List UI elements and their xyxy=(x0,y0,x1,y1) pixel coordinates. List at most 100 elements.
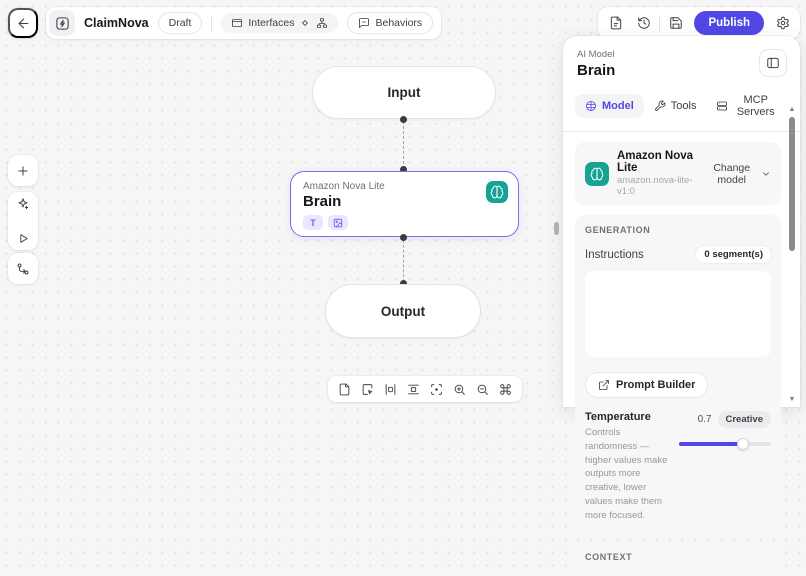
scroll-down-icon[interactable]: ▼ xyxy=(788,396,796,403)
brain-icon xyxy=(585,100,597,112)
save-icon xyxy=(669,16,683,30)
model-badge xyxy=(486,181,508,203)
output-node[interactable]: Output xyxy=(325,284,481,338)
behaviors-button[interactable]: Behaviors xyxy=(347,12,434,34)
port-input-bottom[interactable] xyxy=(400,116,407,123)
plus-icon xyxy=(16,164,30,178)
interfaces-label: Interfaces xyxy=(248,17,295,29)
document-button[interactable] xyxy=(603,11,628,36)
temperature-value: 0.7 xyxy=(697,414,712,425)
output-node-label: Output xyxy=(380,303,426,319)
tab-model-label: Model xyxy=(602,100,634,112)
command-icon xyxy=(499,383,512,396)
slider-fill xyxy=(679,442,744,446)
instructions-input[interactable] xyxy=(585,271,771,357)
brain-node-title: Brain xyxy=(303,193,342,210)
collapse-panel-button[interactable] xyxy=(759,49,787,77)
panel-title: Brain xyxy=(577,62,616,79)
inspector-panel: AI Model Brain Model Tools MCP Servers A… xyxy=(563,36,800,576)
brain-node[interactable]: Amazon Nova Lite Brain T xyxy=(290,171,519,237)
panel-header: AI Model Brain xyxy=(563,36,800,79)
slider-thumb[interactable] xyxy=(737,438,750,450)
behaviors-label: Behaviors xyxy=(375,17,423,29)
interfaces-button[interactable]: Interfaces xyxy=(221,13,339,33)
zoom-in-icon xyxy=(453,383,466,396)
shapes-icon[interactable] xyxy=(299,17,311,29)
prompt-builder-label: Prompt Builder xyxy=(616,379,696,391)
instructions-label: Instructions xyxy=(585,248,644,261)
server-icon xyxy=(716,100,728,112)
shortcuts-button[interactable] xyxy=(496,380,515,399)
sparkles-icon xyxy=(16,197,30,211)
panel-resize-handle[interactable] xyxy=(554,222,559,235)
temperature-setting: Temperature Controls randomness — higher… xyxy=(585,411,771,522)
app-logo-button[interactable] xyxy=(49,10,75,36)
file-icon xyxy=(609,16,623,30)
context-section-header: CONTEXT xyxy=(585,552,633,563)
canvas-tools-group xyxy=(8,192,38,250)
panel-tabs: Model Tools MCP Servers xyxy=(563,88,800,124)
context-section: CONTEXT xyxy=(575,542,781,576)
tab-mcp-label: MCP Servers xyxy=(736,94,775,118)
scrollbar-thumb[interactable] xyxy=(789,117,795,251)
port-brain-bottom[interactable] xyxy=(400,234,407,241)
canvas-toolbar xyxy=(328,376,522,402)
scroll-up-icon[interactable]: ▲ xyxy=(788,106,796,113)
temperature-description: Controls randomness — higher values make… xyxy=(585,427,668,521)
zoom-out-button[interactable] xyxy=(473,380,492,399)
temperature-badge: Creative xyxy=(717,411,771,428)
model-card: Amazon Nova Lite amazon.nova-lite-v1:0 C… xyxy=(575,142,781,205)
brain-node-modalities: T xyxy=(303,215,506,230)
tab-tools[interactable]: Tools xyxy=(644,94,707,118)
chevron-down-icon xyxy=(761,169,771,179)
change-model-button[interactable]: Change model xyxy=(705,162,771,186)
fit-view-button[interactable] xyxy=(427,380,446,399)
add-note-button[interactable] xyxy=(358,380,377,399)
new-file-button[interactable] xyxy=(335,380,354,399)
message-square-icon xyxy=(358,17,370,29)
distribute-horizontal-icon xyxy=(384,383,397,396)
flow-view-button[interactable] xyxy=(8,253,38,284)
new-file-icon xyxy=(338,383,351,396)
distribute-vertical-button[interactable] xyxy=(404,380,423,399)
input-node[interactable]: Input xyxy=(312,66,496,119)
back-arrow-icon xyxy=(16,16,31,31)
play-icon xyxy=(17,232,30,245)
sitemap-icon[interactable] xyxy=(316,17,328,29)
actions-toolbar: Publish xyxy=(598,7,800,39)
ai-assist-button[interactable] xyxy=(11,192,36,215)
back-button[interactable] xyxy=(8,8,38,38)
app-window-icon xyxy=(231,17,243,29)
image-modality-chip xyxy=(328,215,348,230)
port-brain-top[interactable] xyxy=(400,166,407,173)
project-name: ClaimNova xyxy=(84,16,149,30)
save-button[interactable] xyxy=(663,11,688,36)
temperature-label: Temperature xyxy=(585,411,651,423)
model-id: amazon.nova-lite-v1:0 xyxy=(617,175,693,197)
tab-tools-label: Tools xyxy=(670,100,697,112)
tab-model[interactable]: Model xyxy=(575,94,644,118)
divider xyxy=(563,131,800,132)
generation-section: GENERATION Instructions 0 segment(s) Pro… xyxy=(575,215,781,533)
temperature-slider[interactable] xyxy=(679,438,771,450)
add-node-button[interactable] xyxy=(8,155,38,186)
external-link-icon xyxy=(598,379,610,391)
zap-logo-icon xyxy=(55,16,70,31)
prompt-builder-button[interactable]: Prompt Builder xyxy=(585,372,709,398)
history-icon xyxy=(637,16,651,30)
zoom-in-button[interactable] xyxy=(450,380,469,399)
tab-mcp-servers[interactable]: MCP Servers xyxy=(706,88,788,124)
panel-body: Amazon Nova Lite amazon.nova-lite-v1:0 C… xyxy=(563,132,800,576)
zoom-out-icon xyxy=(476,383,489,396)
add-note-icon xyxy=(361,383,374,396)
run-button[interactable] xyxy=(11,227,36,250)
distribute-vertical-icon xyxy=(407,383,420,396)
publish-button[interactable]: Publish xyxy=(694,11,764,35)
status-badge: Draft xyxy=(157,12,203,34)
divider xyxy=(659,15,661,31)
text-modality-chip: T xyxy=(303,215,323,230)
history-button[interactable] xyxy=(631,11,656,36)
wrench-icon xyxy=(654,100,666,112)
distribute-horizontal-button[interactable] xyxy=(381,380,400,399)
settings-button[interactable] xyxy=(770,11,795,36)
